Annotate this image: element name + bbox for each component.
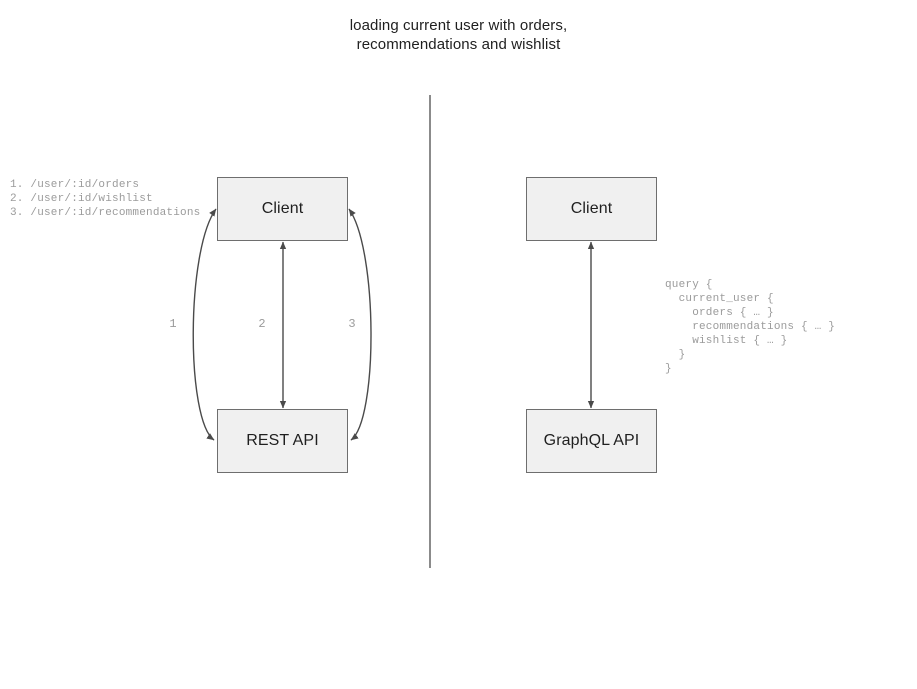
node-client-graphql[interactable]: Client: [526, 177, 657, 241]
node-rest-api[interactable]: REST API: [217, 409, 348, 473]
edge-label-1: 1: [169, 317, 177, 331]
node-graphql-api[interactable]: GraphQL API: [526, 409, 657, 473]
edge-label-2: 2: [258, 317, 266, 331]
node-client-rest[interactable]: Client: [217, 177, 348, 241]
rest-endpoint-list: 1. /user/:id/orders 2. /user/:id/wishlis…: [10, 179, 201, 219]
edge-label-3: 3: [348, 317, 356, 331]
diagram-title: loading current user with orders, recomm…: [349, 17, 568, 53]
rest-edge-1: [192, 208, 217, 441]
graphql-query-block: query { current_user { orders { … } reco…: [665, 279, 836, 375]
